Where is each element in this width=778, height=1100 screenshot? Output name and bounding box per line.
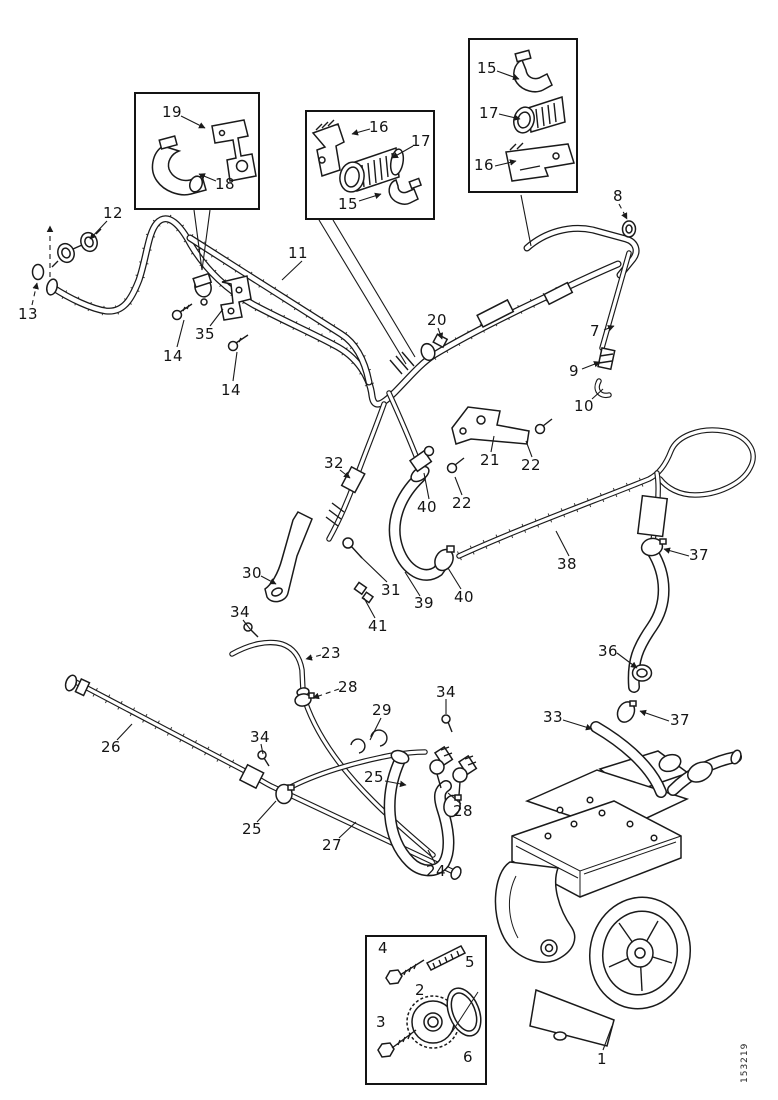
main-pipe-harness — [48, 215, 640, 542]
branch-fittings — [429, 714, 478, 796]
fitting-40 — [408, 449, 433, 473]
hose-25-run — [284, 749, 428, 792]
pipe-26-27-run — [64, 674, 462, 880]
detail-sleeve-right-parts — [505, 49, 575, 182]
hose-39 — [388, 465, 451, 581]
hose-24 — [383, 749, 455, 877]
bracket-21 — [451, 406, 530, 445]
drawing-number: 153219 — [740, 1042, 750, 1084]
detail-box-drive-parts — [365, 935, 487, 1085]
pipe-23 — [229, 639, 310, 697]
detail-box-sleeve-middle — [305, 110, 435, 220]
clips-29 — [350, 729, 388, 754]
detail-box-clamp-bracket — [134, 92, 260, 210]
bracket-30 — [264, 511, 313, 603]
detail-clamp-bracket-parts — [151, 119, 257, 196]
detail-box-sleeve-right — [468, 38, 578, 193]
box-leader-lines — [193, 194, 532, 365]
clamp-37-upper — [640, 537, 664, 557]
pipe-11 — [186, 234, 373, 386]
compressor-elbow-pipe — [667, 749, 742, 796]
label-leader-lines — [31, 70, 690, 1051]
hose-from-23 — [302, 698, 436, 858]
compressor — [494, 750, 692, 1047]
detail-sleeve-middle-parts — [311, 119, 423, 205]
detail-drive-parts — [377, 945, 482, 1058]
pipe-38-loop — [456, 427, 756, 559]
ring-13 — [31, 263, 45, 281]
fitting-9 — [597, 347, 616, 371]
clamp-35-group — [171, 272, 252, 352]
fittings-and-clamps — [31, 220, 667, 818]
hose-33 — [590, 721, 667, 798]
